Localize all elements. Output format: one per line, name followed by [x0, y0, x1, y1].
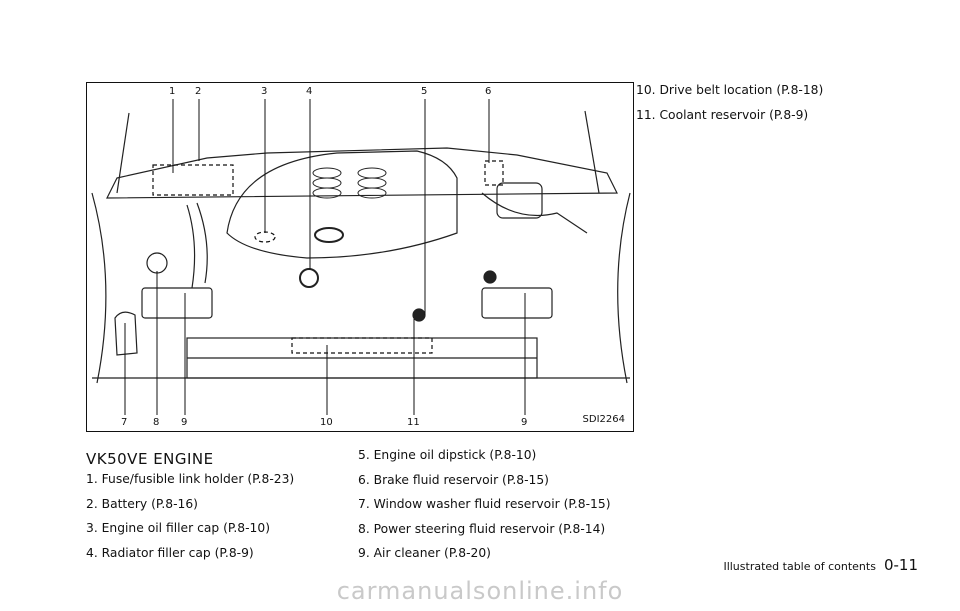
component-list-col2: 5. Engine oil dipstick (P.8-10) 6. Brake… [358, 443, 611, 566]
callout-label: 2 [195, 86, 202, 97]
list-item: 9. Air cleaner (P.8-20) [358, 546, 491, 560]
callout-label: 4 [306, 86, 313, 97]
list-item: 8. Power steering fluid reservoir (P.8-1… [358, 521, 606, 536]
footer-section-title: Illustrated table of contents [723, 560, 876, 573]
callout-label: 9 [521, 417, 528, 428]
callout-label: 9 [181, 417, 188, 428]
callout-label: 10 [320, 417, 333, 428]
callout-label: 1 [169, 86, 176, 97]
list-item: 10. Drive belt location (P.8-18) [636, 83, 824, 97]
list-item: 4. Radiator filler cap (P.8-9) [86, 545, 254, 560]
page-footer: Illustrated table of contents 0-11 [723, 556, 918, 574]
list-item: 5. Engine oil dipstick (P.8-10) [358, 448, 537, 462]
list-item: 3. Engine oil filler cap (P.8-10) [86, 521, 270, 535]
list-item: 2. Battery (P.8-16) [86, 496, 198, 511]
list-item: 1. Fuse/fusible link holder (P.8-23) [86, 472, 295, 486]
watermark: carmanualsonline.info [336, 577, 624, 605]
list-item: 6. Brake fluid reservoir (P.8-15) [358, 472, 549, 487]
figure-code: SDI2264 [582, 414, 625, 425]
callout-label: 7 [121, 417, 128, 428]
section-title: VK50VE ENGINE [86, 450, 214, 468]
list-item: 7. Window washer fluid reservoir (P.8-15… [358, 497, 611, 511]
callout-label: 6 [485, 86, 492, 97]
list-item: 11. Coolant reservoir (P.8-9) [636, 107, 809, 122]
page-number: 0-11 [883, 556, 918, 574]
callout-label: 11 [407, 417, 420, 428]
callout-label: 3 [261, 86, 268, 97]
callout-label: 8 [153, 417, 160, 428]
callout-label: 5 [421, 86, 428, 97]
component-list-col1: 1. Fuse/fusible link holder (P.8-23) 2. … [86, 467, 294, 565]
engine-diagram-figure: 1 2 3 4 5 6 7 8 9 10 11 9 SDI2264 [86, 82, 634, 432]
engine-bay-illustration [91, 99, 631, 415]
component-list-col3: 10. Drive belt location (P.8-18) 11. Coo… [636, 78, 823, 127]
